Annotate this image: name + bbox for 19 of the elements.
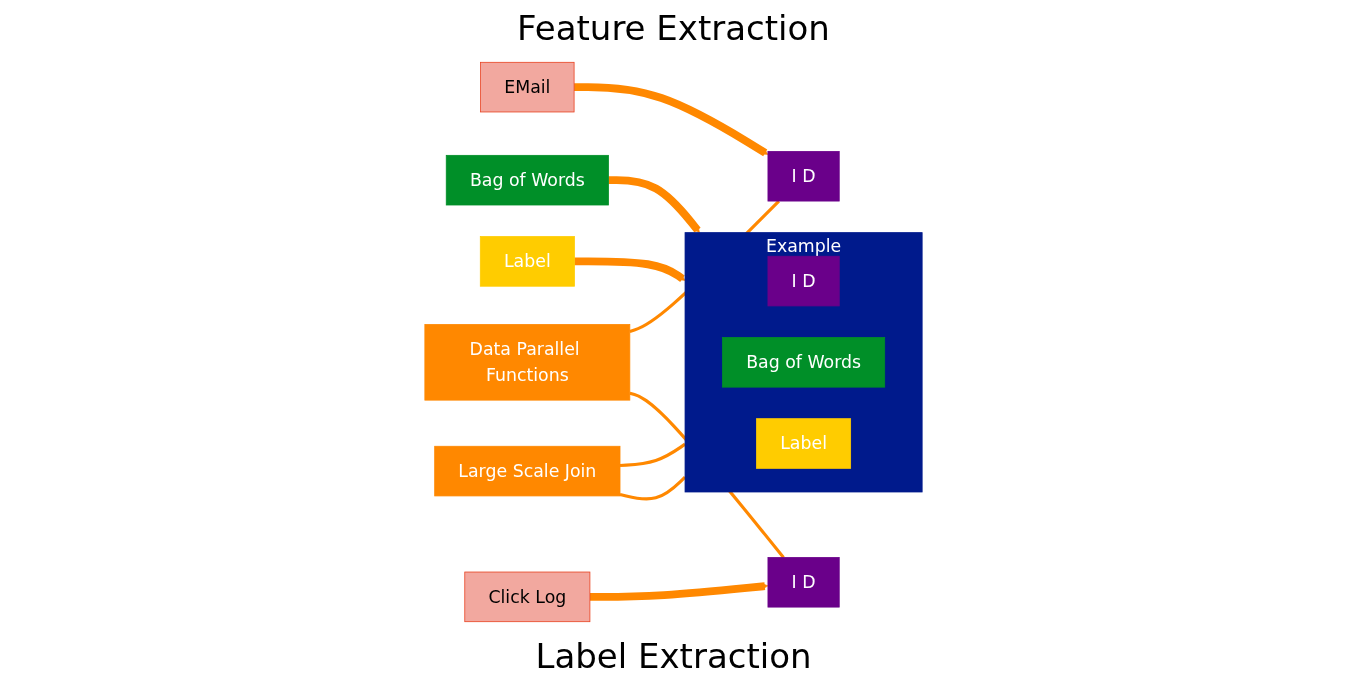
arrow: [589, 582, 769, 601]
node-box: Large Scale Join: [434, 445, 621, 497]
connector: [619, 442, 686, 468]
node-box: Click Log: [464, 571, 591, 623]
node-box: I D: [767, 255, 840, 307]
node-box: Bag of Words: [722, 337, 886, 388]
node-box: Label: [756, 418, 852, 469]
arrow: [608, 176, 701, 233]
arrow: [574, 83, 769, 157]
node-box: I D: [767, 151, 840, 202]
connector: [619, 475, 687, 501]
node-box: Data Parallel Functions: [424, 324, 631, 401]
node-box: EMail: [480, 61, 575, 113]
section-heading: Feature Extraction: [517, 8, 830, 48]
node-box: I D: [767, 557, 840, 608]
node-box: Label: [479, 236, 575, 287]
node-box: Bag of Words: [445, 154, 609, 206]
section-heading: Label Extraction: [535, 636, 812, 676]
arrow: [574, 257, 686, 282]
